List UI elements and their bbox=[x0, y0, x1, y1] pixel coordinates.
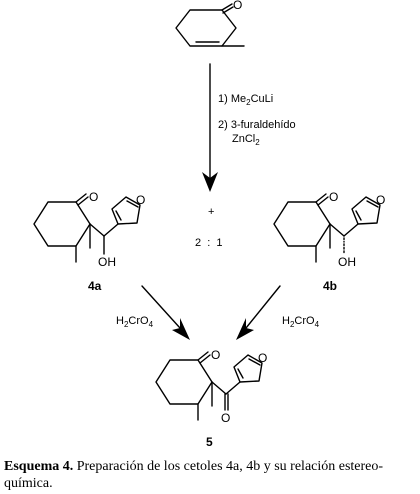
oxidant-right: H2CrO4 bbox=[282, 315, 320, 329]
4b-hydroxyl: OH bbox=[338, 255, 356, 269]
4b-ketone-oxygen: O bbox=[329, 190, 338, 204]
reaction-scheme: O 1) Me2CuLi 2) 3-furaldehído ZnCl2 O OH… bbox=[33, 0, 385, 449]
reagent-step-1: 1) Me2CuLi bbox=[218, 93, 273, 107]
compound-5-structure: O O O bbox=[155, 348, 267, 425]
reagent-step-2: 2) 3-furaldehído bbox=[218, 119, 296, 131]
4b-furan-oxygen: O bbox=[376, 193, 385, 207]
compound-4a-structure: O OH O bbox=[33, 190, 145, 269]
oxidation-arrow-right bbox=[236, 285, 281, 340]
oxidation-arrow-left bbox=[141, 285, 190, 340]
4a-furan-oxygen: O bbox=[136, 193, 145, 207]
plus-sign: + bbox=[208, 206, 214, 218]
reagent-zncl2: ZnCl2 bbox=[232, 133, 260, 147]
compound-4a-label: 4a bbox=[88, 279, 102, 293]
4a-ketone-oxygen: O bbox=[89, 190, 98, 204]
reaction-arrow-main bbox=[202, 63, 218, 192]
4a-hydroxyl: OH bbox=[98, 255, 116, 269]
caption-label: Esquema 4. bbox=[4, 459, 74, 474]
scheme-caption: Esquema 4. Preparación de los cetoles 4a… bbox=[4, 458, 416, 492]
caption-text: Preparación de los cetoles 4a, 4b y su r… bbox=[4, 459, 384, 491]
compound-4b-label: 4b bbox=[323, 279, 337, 293]
5-ketone-oxygen: O bbox=[211, 348, 220, 362]
5-second-ketone-oxygen: O bbox=[221, 411, 230, 425]
isomer-ratio: 2 : 1 bbox=[195, 237, 223, 249]
carbonyl-oxygen-label: O bbox=[233, 0, 242, 12]
oxidant-left: H2CrO4 bbox=[116, 315, 154, 329]
5-furan-oxygen: O bbox=[258, 351, 267, 365]
starting-material-structure: O bbox=[175, 0, 245, 47]
compound-4b-structure: O OH O bbox=[273, 190, 385, 269]
compound-5-label: 5 bbox=[206, 435, 213, 449]
